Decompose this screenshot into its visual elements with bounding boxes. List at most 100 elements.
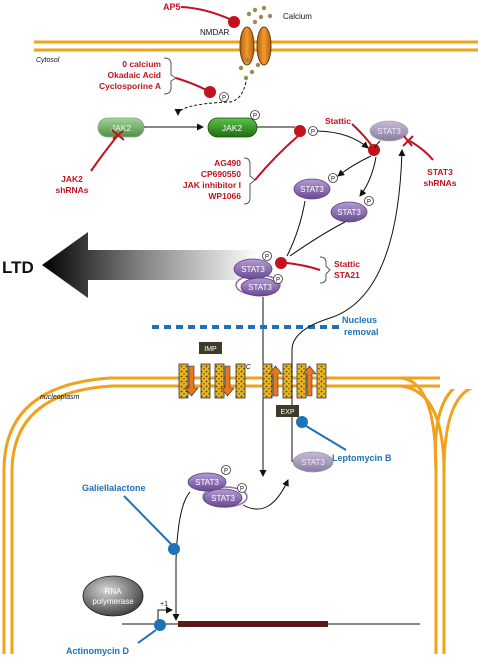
phospho-icon-2 (308, 126, 318, 136)
svg-text:STAT3: STAT3 (195, 478, 219, 487)
jak2-shrna-label-1: JAK2 (61, 174, 83, 184)
actinomycin-line (137, 629, 157, 644)
envelope-mask (440, 375, 478, 389)
leptomycin-label: Leptomycin B (332, 453, 392, 463)
rna-polymerase (82, 575, 144, 617)
actinomycin-label: Actinomycin D (66, 646, 130, 656)
to-pstat3-b (359, 156, 377, 197)
svg-text:STAT3: STAT3 (337, 208, 361, 217)
galiellalactone-line (123, 495, 172, 545)
inhib-jak-inhibitor-i: JAK inhibitor I (183, 180, 241, 190)
to-pstat3-a (337, 155, 372, 177)
svg-text:P: P (253, 114, 257, 120)
svg-text:P: P (224, 469, 228, 475)
gene-body (178, 621, 328, 627)
stattic-block-icon (368, 144, 380, 156)
ap5-label: AP5 (163, 2, 181, 12)
tss-label: +1 (160, 601, 168, 608)
rna-pol-label-1: RNA (105, 587, 123, 596)
svg-text:P: P (222, 96, 226, 102)
jak2-inactive-label: JAK2 (111, 123, 132, 133)
ap5-line (180, 6, 233, 21)
importin-box (199, 342, 222, 354)
jak2-shrna-block-icon (111, 129, 125, 141)
jak2-shrna-label-2: shRNAs (55, 185, 88, 195)
svg-text:STAT3: STAT3 (241, 265, 265, 274)
nucleus-removal-label-2: removal (344, 327, 379, 337)
svg-text:P: P (367, 200, 371, 206)
inhib-stattic: Stattic (334, 259, 360, 269)
stattic-top-label: Stattic (325, 116, 351, 126)
jak2-to-stat3-arrow (317, 130, 369, 149)
nucleus-removal-label-1: Nucleus (342, 315, 377, 325)
inhib-ag490: AG490 (214, 158, 241, 168)
svg-text:STAT3: STAT3 (301, 458, 325, 467)
galiellalactone-label: Galiellalactone (82, 483, 146, 493)
jak-inhib-bracket (243, 157, 256, 205)
inhib-cp690550: CP690550 (201, 169, 241, 179)
inhib1-bracket (163, 57, 177, 95)
nuclear-export-arrow (291, 149, 406, 462)
phospho-icon (219, 92, 229, 102)
svg-text:P: P (265, 255, 269, 261)
nuclear-stat3-top (187, 472, 227, 492)
jak2-phospho-icon (250, 110, 260, 120)
nuclear-pore-complexes (178, 363, 327, 399)
ltd-label: LTD (2, 258, 34, 277)
dimer-phospho-icon-2 (273, 274, 283, 284)
svg-text:STAT3: STAT3 (248, 283, 272, 292)
ap5-block-icon (228, 16, 240, 28)
inhib-cyclosporine: Cyclosporine A (99, 81, 161, 91)
stat-dimer-block-icon (275, 257, 287, 269)
svg-text:P: P (276, 278, 280, 284)
galiellalactone-block-icon (168, 543, 180, 555)
leptomycin-line (305, 425, 347, 451)
jak2-active-label: JAK2 (222, 123, 243, 133)
nuclear-envelope-right-inner (399, 384, 446, 654)
stat3-shrna-line (409, 140, 434, 161)
svg-text:P: P (311, 130, 315, 136)
phospho-icon-a (328, 173, 338, 183)
inhib1-line (175, 77, 207, 91)
jak2-shrna-line (90, 134, 119, 172)
inhib-okadaic-acid: Okadaic Acid (107, 70, 161, 80)
stat3-nuclear-inactive (292, 451, 334, 473)
stattic-top-line (351, 123, 373, 147)
jak-inhib-line (254, 135, 299, 181)
dimer-to-gene-arrow (172, 491, 191, 621)
importin-label: IMP (204, 346, 217, 353)
phosphatase-block-icon (204, 86, 216, 98)
actinomycin-block-icon (154, 619, 166, 631)
nuclear-stat3-bottom (203, 488, 243, 508)
exportin-box (276, 405, 299, 417)
dimerize-line-a (286, 200, 306, 257)
nucleoplasm-label: nucleoplasm (40, 394, 79, 401)
inhib-wp1066: WP1066 (208, 191, 241, 201)
dimerize-line-b (289, 221, 346, 257)
stat3-shrna-label-1: STAT3 (427, 167, 453, 177)
svg-text:STAT3: STAT3 (211, 494, 235, 503)
ltd-arrow (42, 232, 258, 298)
calcium-label: Calcium (283, 12, 312, 21)
svg-text:P: P (331, 177, 335, 183)
rna-pol-label-2: polymerase (92, 597, 134, 606)
tss-arrow (157, 606, 173, 624)
stat3-shrna-label-2: shRNAs (423, 178, 456, 188)
stat3-shrna-block-icon (402, 135, 414, 147)
svg-text:STAT3: STAT3 (300, 185, 324, 194)
inhib-sta21: STA21 (334, 270, 360, 280)
svg-text:P: P (240, 487, 244, 493)
nmdar-label: NMDAR (200, 28, 230, 37)
stat3-inactive (369, 120, 409, 142)
dimer-to-export-arrow (242, 479, 289, 510)
inhib-0-calcium: 0 calcium (122, 59, 161, 69)
dimer-phospho-icon-1 (262, 251, 272, 261)
nuclear-envelope-right-outer (399, 376, 438, 654)
nmdar-channel (239, 26, 272, 66)
nuclear-phospho-icon-2 (237, 483, 247, 493)
nuclear-envelope (2, 376, 478, 654)
phospho-icon-b (364, 196, 374, 206)
calcium-ions (238, 5, 273, 81)
exportin-label: EXP (280, 409, 294, 416)
